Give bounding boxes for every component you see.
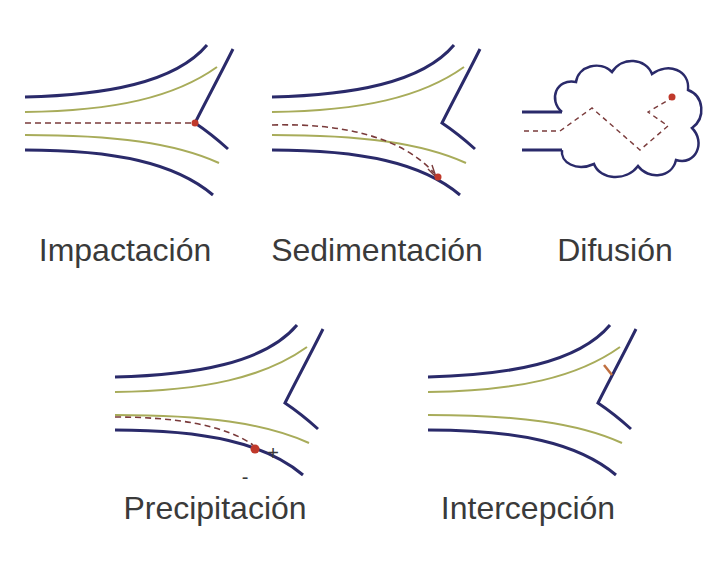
precipitation-panel: [115, 325, 323, 475]
mechanism-label: Difusión: [557, 234, 673, 266]
mechanism-label: Intercepción: [441, 492, 615, 524]
mechanism-label: Impactación: [39, 234, 212, 266]
diffusion-panel: [522, 61, 701, 177]
impaction-panel: [25, 45, 233, 195]
charge-sign: +: [267, 443, 279, 463]
interception-panel: [428, 325, 636, 475]
charge-sign: -: [242, 467, 249, 487]
mechanism-label: Precipitación: [123, 492, 306, 524]
mechanism-label: Sedimentación: [271, 234, 483, 266]
sedimentation-panel: [272, 45, 480, 195]
